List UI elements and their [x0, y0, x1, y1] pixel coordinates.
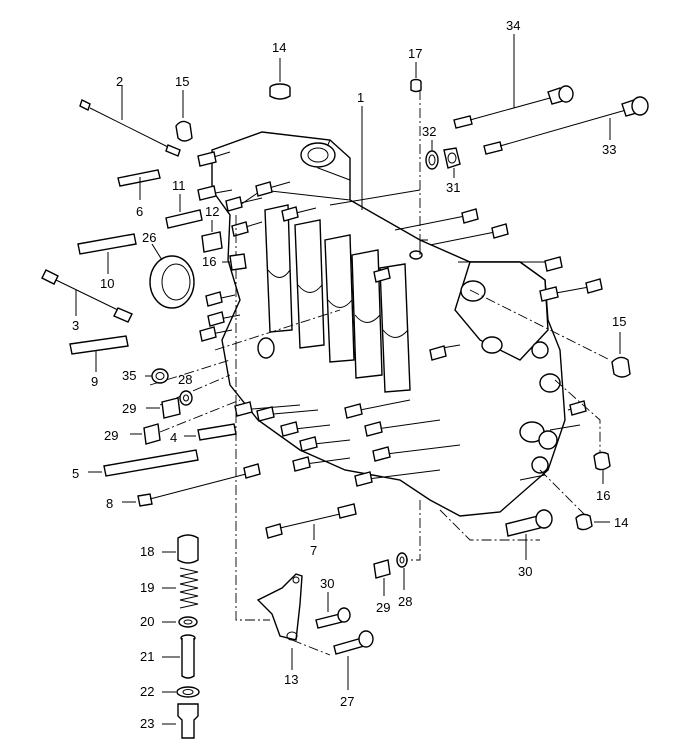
seal-ring-26 — [149, 243, 195, 309]
dowel-17 — [410, 62, 422, 93]
stud-3 — [41, 269, 133, 323]
bolt-27 — [333, 630, 374, 690]
bolt-34 — [453, 34, 574, 129]
callout-7: 7 — [310, 543, 317, 558]
callout-35: 35 — [122, 368, 136, 383]
piston-21 — [162, 634, 196, 679]
o-ring-35 — [145, 368, 169, 384]
bolt-33 — [483, 96, 649, 155]
callout-2: 2 — [116, 74, 123, 89]
callout-16-right: 16 — [596, 488, 610, 503]
callout-28-right: 28 — [398, 594, 412, 609]
sleeve-12 — [201, 220, 223, 253]
bolt-30-lower — [315, 592, 351, 629]
callout-11: 11 — [172, 178, 186, 193]
plug-29-left-b — [130, 423, 161, 445]
callout-labels: 1 2 3 4 5 6 7 8 9 10 11 12 13 14 14 15 1… — [72, 18, 628, 731]
plug-23 — [162, 703, 199, 739]
stud-7 — [265, 503, 357, 540]
callout-19: 19 — [140, 580, 154, 595]
stud-11 — [165, 194, 203, 229]
callout-14-right: 14 — [614, 515, 628, 530]
callout-4: 4 — [170, 430, 177, 445]
callout-8: 8 — [106, 496, 113, 511]
callout-26: 26 — [142, 230, 156, 245]
callout-33: 33 — [602, 142, 616, 157]
cap-15-right — [611, 332, 631, 378]
plug-31 — [443, 147, 461, 178]
washer-28-right — [396, 552, 408, 590]
callout-12: 12 — [205, 204, 219, 219]
callout-14-top: 14 — [272, 40, 286, 55]
o-ring-32 — [425, 140, 439, 170]
callout-23: 23 — [140, 716, 154, 731]
cap-15-top — [175, 90, 193, 142]
callout-34: 34 — [506, 18, 520, 33]
callout-29-a: 29 — [122, 401, 136, 416]
stud-4 — [184, 423, 237, 441]
callout-10: 10 — [100, 276, 114, 291]
bolt-30-right — [505, 509, 553, 560]
washer-22 — [162, 686, 200, 698]
bolt-6 — [117, 169, 161, 200]
callout-6: 6 — [136, 204, 143, 219]
callout-30-right: 30 — [518, 564, 532, 579]
stud-8 — [122, 463, 261, 507]
callout-30-lower: 30 — [320, 576, 334, 591]
callout-28-left: 28 — [178, 372, 192, 387]
callout-13: 13 — [284, 672, 298, 687]
stud-9 — [69, 335, 129, 372]
cap-16-left — [229, 253, 247, 271]
callout-9: 9 — [91, 374, 98, 389]
plug-29-left-a — [146, 397, 181, 419]
crankcase-housing — [211, 131, 566, 517]
callout-20: 20 — [140, 614, 154, 629]
callout-5: 5 — [72, 466, 79, 481]
cap-16-right — [593, 451, 611, 484]
callout-17: 17 — [408, 46, 422, 61]
bracket-13 — [256, 573, 303, 670]
callout-18: 18 — [140, 544, 154, 559]
callout-29-b: 29 — [104, 428, 118, 443]
stud-10 — [77, 233, 137, 274]
callout-31: 31 — [446, 180, 460, 195]
callout-22: 22 — [140, 684, 154, 699]
callout-15-right: 15 — [612, 314, 626, 329]
plug-29-right — [373, 559, 391, 596]
spring-19 — [162, 567, 199, 609]
housing-studs — [197, 151, 603, 487]
washer-20 — [162, 616, 198, 628]
plug-14-right — [575, 513, 610, 531]
callout-15-top: 15 — [175, 74, 189, 89]
callout-1: 1 — [357, 90, 364, 105]
callout-16-left: 16 — [202, 254, 216, 269]
callout-32: 32 — [422, 124, 436, 139]
bolt-2 — [79, 86, 181, 157]
callout-27: 27 — [340, 694, 354, 709]
assembly-center-lines — [149, 90, 611, 656]
valve-cap-18 — [162, 534, 199, 564]
callout-21: 21 — [140, 649, 154, 664]
plug-14-top — [269, 58, 291, 100]
washer-28-left — [179, 390, 193, 406]
callout-29-c: 29 — [376, 600, 390, 615]
stud-5 — [88, 449, 199, 477]
callout-3: 3 — [72, 318, 79, 333]
